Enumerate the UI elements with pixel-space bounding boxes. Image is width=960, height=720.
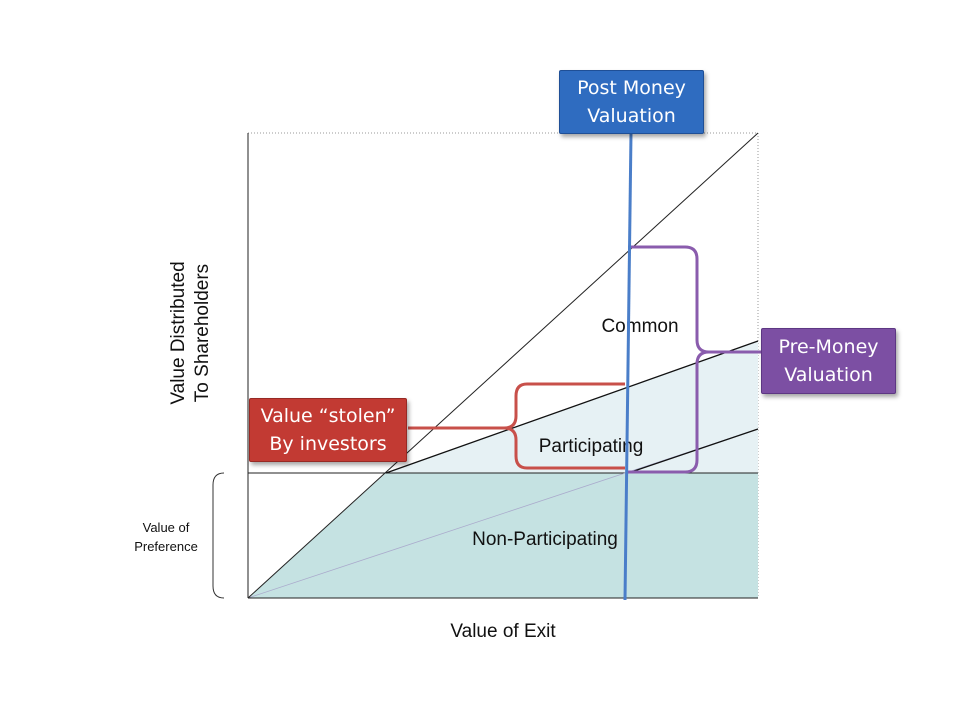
value-stolen-bracket [408,382,625,470]
pre-money-valuation-callout: Pre-Money Valuation [761,328,896,394]
x-axis-label: Value of Exit [450,621,556,642]
preference-label-line1: Value of [143,520,190,535]
region-label-common: Common [601,316,678,337]
region-label-participating: Participating [539,436,644,457]
common-diagonal-line [247,132,759,599]
value-stolen-line1: Value “stolen” [260,405,396,427]
pre-money-line2: Valuation [784,364,873,386]
value-stolen-line2: By investors [269,433,387,455]
region-label-non-participating: Non-Participating [472,529,618,550]
y-axis-label-line1: Value Distributed [168,261,189,404]
post-money-line1: Post Money [577,77,686,99]
y-axis-label-line2: To Shareholders [192,264,213,402]
pre-money-line1: Pre-Money [778,336,879,358]
non-participating-payout-line [627,428,759,474]
post-money-line [623,132,633,601]
post-money-valuation-callout: Post Money Valuation [559,70,704,134]
non-participating-region [248,473,758,598]
value-stolen-callout: Value “stolen” By investors [249,398,407,462]
preference-bracket [212,472,225,599]
pre-money-bracket [628,245,761,474]
post-money-line2: Valuation [587,105,676,127]
preference-label-line2: Preference [134,539,198,554]
